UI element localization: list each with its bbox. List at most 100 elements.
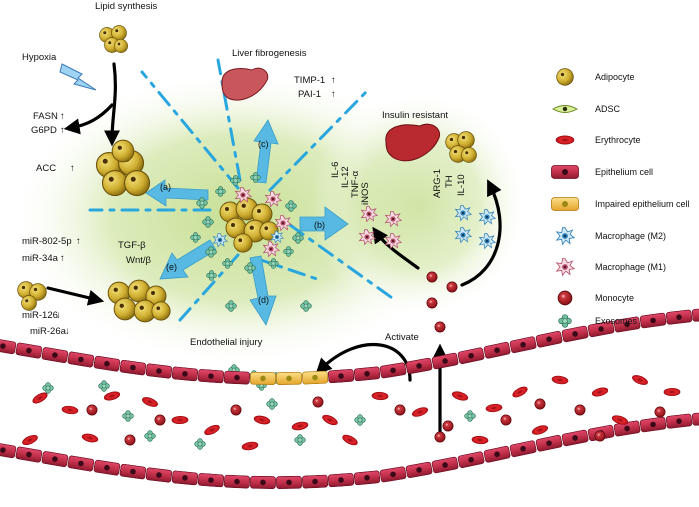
lipid-synthesis-adipocytes (99, 25, 128, 54)
epithelium-cell (457, 450, 486, 469)
monocyte (534, 398, 546, 410)
erythrocyte (371, 391, 389, 401)
adsc-icon (552, 105, 578, 113)
erythrocyte (551, 374, 569, 386)
exosome (42, 382, 54, 394)
epithelium-cell (535, 330, 564, 349)
epithelium-cell (15, 446, 43, 464)
adipocyte-icon (556, 68, 574, 86)
erythrocyte (630, 373, 650, 387)
epithelium-cell (119, 463, 147, 480)
tgfb-label: TGF-β (118, 240, 146, 251)
exosome (464, 410, 476, 422)
monocyte (574, 404, 586, 416)
activate-label: Activate (385, 332, 419, 343)
exosome (354, 414, 366, 426)
pathway-e-label: (e) (166, 262, 177, 272)
erythrocyte (663, 387, 681, 397)
epithelium-cell (15, 342, 43, 360)
legend-label: Impaired epithelium cell (595, 199, 690, 209)
epithelium-cell (171, 470, 199, 486)
mir802-up-arrow-icon: ↑ (76, 236, 81, 247)
epithelium-cell (93, 355, 121, 373)
epithelium-cell (561, 325, 590, 343)
mir126-label: miR-126 (22, 310, 58, 321)
exosome-icon (558, 314, 572, 328)
erythrocyte (471, 435, 489, 445)
monocyte (594, 430, 606, 442)
macrophage-m1-icon (556, 258, 575, 276)
epithelium-cell (535, 434, 564, 453)
mir34a-label: miR-34a (22, 253, 59, 264)
dashed-spokes (88, 58, 397, 322)
pathway-d-label: (d) (258, 295, 269, 305)
legend-label: Erythrocyte (595, 135, 641, 145)
epithelium-cell (249, 475, 277, 490)
legend-item: Impaired epithelium cell (550, 197, 690, 211)
erythrocyte (340, 432, 360, 448)
erythrocyte (102, 389, 122, 403)
mir34a-up-arrow-icon: ↑ (60, 253, 65, 264)
epithelium-cell (379, 465, 407, 483)
erythrocyte (61, 404, 79, 416)
liver-icon-large (385, 123, 440, 162)
erythrocyte (202, 422, 222, 438)
monocyte (500, 414, 512, 426)
erythrocyte (320, 412, 340, 428)
epithelium-cell (67, 351, 95, 368)
epithelium-cell (483, 341, 512, 360)
monocyte (434, 431, 446, 443)
liver-fibrogenesis-label: Liver fibrogenesis (232, 48, 307, 59)
impaired-epithelium-cell (275, 371, 303, 386)
pai1-label: PAI-1 (298, 89, 321, 100)
monocyte (230, 404, 242, 416)
epithelium-cell (483, 445, 512, 464)
epithelium-cell (197, 472, 225, 488)
erythrocyte (252, 414, 272, 426)
erythrocyte (171, 415, 189, 425)
epithelium-cell (145, 363, 173, 379)
il12-label: IL-12 (340, 166, 351, 188)
legend-item: Monocyte (557, 290, 634, 306)
pathway-a-label: (a) (160, 182, 171, 192)
erythrocyte (20, 432, 40, 448)
legend-label: Exosomes (595, 316, 638, 326)
exosome (194, 438, 206, 450)
erythrocyte (291, 420, 309, 432)
macrophage-m2-icon (556, 227, 575, 245)
legend-label: Monocyte (595, 293, 634, 303)
epithelium-cell (119, 359, 147, 376)
pai1-up-arrow-icon: ↑ (331, 89, 336, 100)
erythrocyte (241, 440, 259, 452)
blue-arrows (145, 119, 349, 326)
epithelium-cell (379, 361, 407, 379)
epithelium-cell (145, 467, 173, 483)
epithelium-cell (431, 456, 460, 474)
th-label: TH (444, 175, 455, 188)
m2-cytokines: ARG-1 TH IL-10 (432, 169, 467, 198)
m1-cytokines: IL-6 IL-12 TNF-α iNOS (330, 162, 371, 205)
epithelium-cell (327, 472, 355, 488)
monocyte (442, 420, 454, 432)
erythrocyte (530, 423, 550, 437)
timp1-label: TIMP-1 (294, 75, 325, 86)
monocyte-icon (557, 290, 573, 306)
arg1-label: ARG-1 (432, 169, 443, 198)
legend-item: Erythrocyte (555, 135, 641, 145)
fasn-label: FASN (33, 111, 58, 122)
green-glow-right (310, 90, 530, 320)
epithelium-cell (223, 370, 251, 385)
legend-label: Macrophage (M2) (595, 231, 666, 241)
acc-label: ACC (36, 163, 56, 174)
epithelium-cell (509, 335, 538, 354)
impaired-epithelium-cell (301, 370, 329, 385)
epithelium-cell (353, 366, 381, 382)
epithelium-cell (171, 366, 199, 382)
epithelium-cell (41, 346, 69, 364)
small-adipocyte-cluster (17, 281, 47, 311)
legend-label: Macrophage (M1) (595, 262, 666, 272)
legend-label: Adipocyte (595, 72, 635, 82)
endothelial-injury-label: Endothelial injury (190, 337, 263, 348)
epithelium-cell (665, 309, 693, 326)
